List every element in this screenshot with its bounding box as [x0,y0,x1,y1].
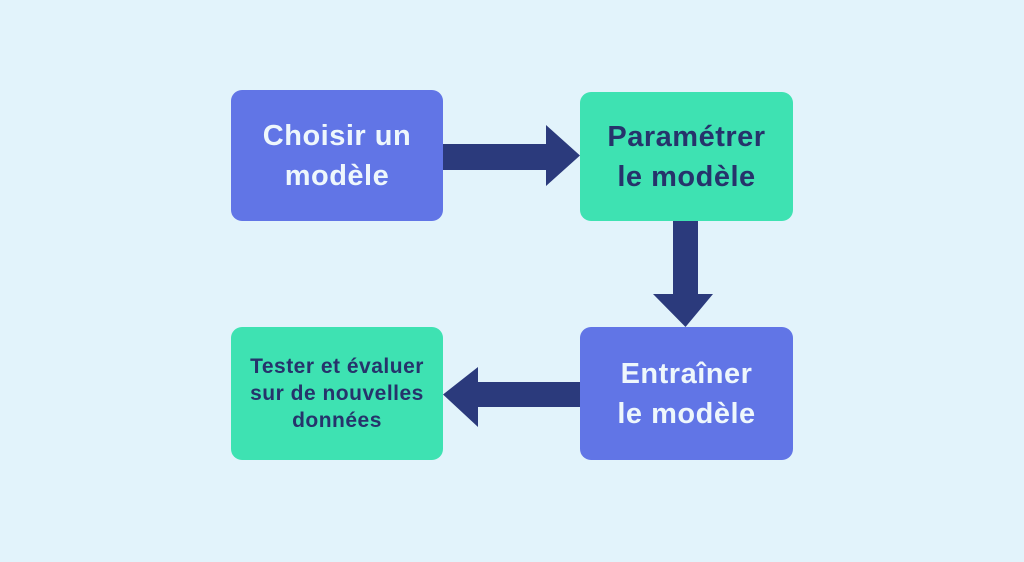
arrow-down-icon [653,221,713,327]
arrow-right-icon [443,125,580,186]
node-choose-model: Choisir un modèle [231,90,443,221]
node-train-model: Entraîner le modèle [580,327,793,460]
arrow-left-icon [443,367,580,427]
node-configure-model: Paramétrer le modèle [580,92,793,221]
node-test-evaluate: Tester et évaluer sur de nouvelles donné… [231,327,443,460]
